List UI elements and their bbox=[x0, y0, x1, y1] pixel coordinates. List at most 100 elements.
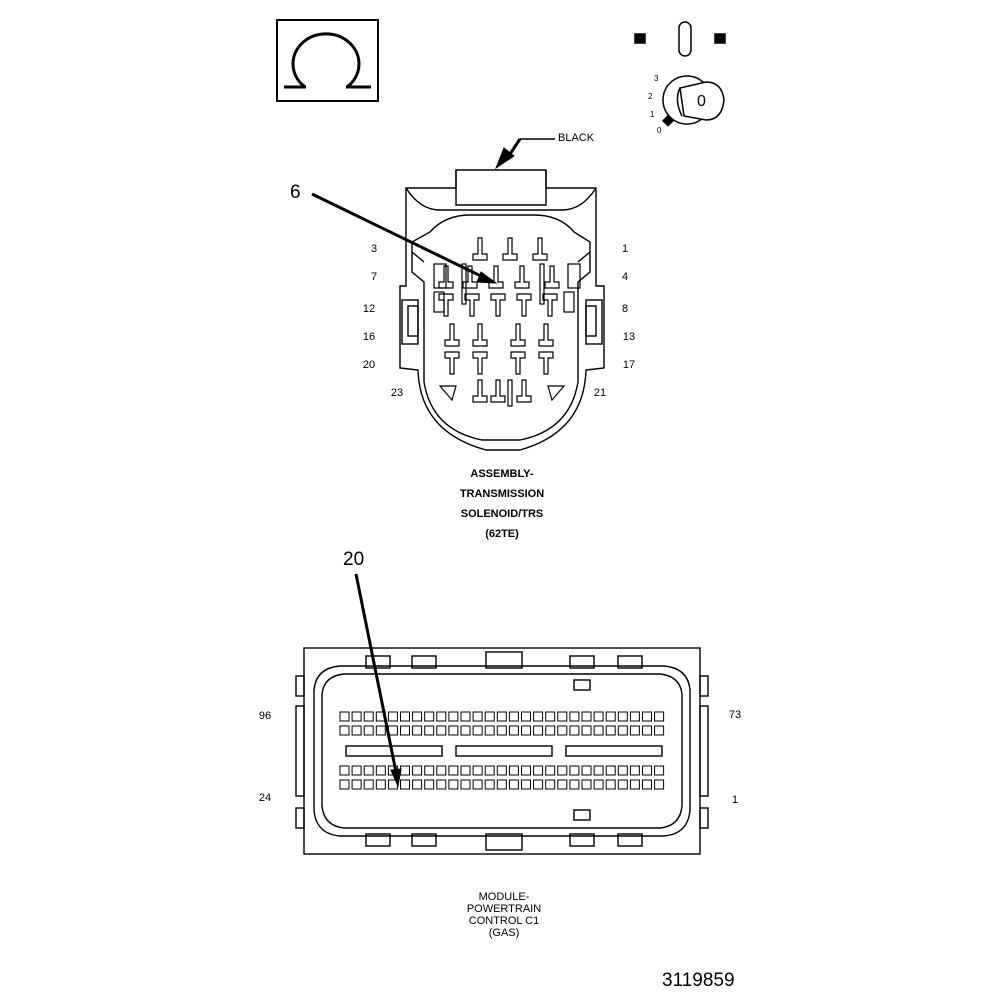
trs-pin-label-23: 23 bbox=[390, 387, 404, 399]
pcm-cavity bbox=[412, 779, 423, 790]
pcm-cavity bbox=[581, 765, 592, 776]
trs-cavity bbox=[488, 265, 504, 289]
pcm-cavity bbox=[339, 765, 350, 776]
pcm-cavity bbox=[424, 725, 435, 736]
pcm-cavity bbox=[557, 711, 568, 722]
trs-pin-label-20: 20 bbox=[362, 359, 376, 371]
pcm-cavity bbox=[581, 725, 592, 736]
pcm-cavity bbox=[484, 765, 495, 776]
pcm-cavity bbox=[436, 765, 447, 776]
pcm-cavity bbox=[629, 725, 640, 736]
trs-cavity bbox=[538, 351, 554, 375]
trs-pin-cavities bbox=[433, 237, 581, 407]
pcm-cavity bbox=[400, 711, 410, 722]
connector-color-label: BLACK bbox=[558, 132, 595, 144]
pcm-cavity bbox=[569, 725, 580, 736]
pcm-cavity bbox=[617, 725, 628, 736]
trs-cavity bbox=[490, 293, 506, 317]
pcm-cavity bbox=[581, 711, 592, 722]
trs-connector-title: ASSEMBLY- TRANSMISSION SOLENOID/TRS (62T… bbox=[422, 464, 582, 544]
pcm-cavity bbox=[339, 779, 350, 790]
pcm-cavity bbox=[654, 779, 665, 790]
pcm-cavity bbox=[593, 779, 604, 790]
trs-cavity bbox=[490, 379, 506, 403]
trs-title-line-4: (62TE) bbox=[485, 528, 519, 540]
pcm-cavity bbox=[363, 725, 374, 736]
trs-pin-label-1: 1 bbox=[621, 243, 629, 255]
pcm-pin-cavities bbox=[339, 711, 665, 790]
pcm-cavity bbox=[460, 711, 471, 722]
pcm-cavity bbox=[654, 725, 665, 736]
pcm-cavity bbox=[472, 779, 483, 790]
pcm-cavity bbox=[533, 779, 544, 790]
pcm-cavity bbox=[339, 711, 350, 722]
pcm-pin-label-73: 73 bbox=[728, 709, 742, 721]
pcm-cavity bbox=[642, 725, 652, 736]
pcm-cavity bbox=[424, 711, 435, 722]
pcm-cavity bbox=[351, 711, 362, 722]
trs-cavity bbox=[514, 265, 530, 289]
pcm-cavity bbox=[460, 725, 471, 736]
pcm-cavity bbox=[363, 779, 374, 790]
pcm-cavity bbox=[629, 765, 640, 776]
pcm-cavity bbox=[533, 725, 544, 736]
pcm-cavity bbox=[400, 779, 410, 790]
pcm-title-line-3: CONTROL C1 bbox=[468, 915, 540, 927]
pcm-cavity bbox=[642, 779, 652, 790]
pcm-cavity bbox=[484, 779, 495, 790]
pcm-cavity bbox=[654, 765, 665, 776]
pcm-cavity bbox=[472, 725, 483, 736]
pcm-cavity bbox=[496, 711, 507, 722]
trs-cavity bbox=[538, 323, 554, 347]
pcm-cavity bbox=[593, 711, 604, 722]
trs-pin-label-17: 17 bbox=[622, 359, 636, 371]
pcm-connector-face bbox=[295, 647, 709, 855]
pcm-cavity bbox=[424, 779, 435, 790]
pcm-cavity bbox=[581, 779, 592, 790]
trs-cavity bbox=[472, 323, 488, 347]
pcm-cavity bbox=[339, 725, 350, 736]
pcm-cavity bbox=[400, 765, 410, 776]
pcm-cavity bbox=[533, 765, 544, 776]
trs-slot bbox=[563, 291, 575, 313]
pcm-cavity bbox=[508, 779, 519, 790]
pcm-cavity bbox=[642, 765, 652, 776]
trs-cavity bbox=[438, 293, 454, 317]
callout-20-leader bbox=[354, 573, 402, 788]
ignition-position-0: 0 bbox=[657, 126, 662, 135]
ignition-key-icon bbox=[634, 21, 726, 127]
trs-cavity bbox=[444, 351, 460, 375]
pcm-cavity bbox=[557, 779, 568, 790]
ohmmeter-icon bbox=[276, 19, 379, 102]
trs-cavity bbox=[438, 265, 454, 289]
trs-cavity bbox=[510, 351, 526, 375]
figure-number: 3119859 bbox=[662, 970, 735, 991]
pcm-cavity bbox=[605, 711, 616, 722]
trs-cavity bbox=[516, 379, 532, 403]
pcm-cavity bbox=[484, 711, 495, 722]
pcm-cavity bbox=[436, 711, 447, 722]
pcm-cavity bbox=[375, 779, 386, 790]
pcm-cavity bbox=[387, 711, 398, 722]
pcm-cavity bbox=[508, 765, 519, 776]
pcm-cavity bbox=[521, 765, 531, 776]
trs-cavity bbox=[544, 265, 560, 289]
pcm-title-line-1: MODULE- bbox=[478, 891, 530, 903]
callout-6-leader bbox=[311, 192, 498, 284]
pcm-cavity bbox=[448, 765, 459, 776]
pcm-cavity bbox=[375, 725, 386, 736]
trs-key-tab bbox=[547, 385, 566, 402]
trs-slot bbox=[567, 263, 581, 289]
trs-cavity bbox=[472, 237, 488, 261]
pcm-pin-label-24: 24 bbox=[258, 792, 272, 804]
pcm-cavity bbox=[448, 711, 459, 722]
pcm-cavity bbox=[629, 711, 640, 722]
trs-title-line-2: TRANSMISSION bbox=[459, 488, 545, 500]
pcm-pin-label-96: 96 bbox=[258, 710, 272, 722]
pcm-cavity bbox=[545, 711, 556, 722]
pcm-cavity bbox=[351, 765, 362, 776]
pcm-cavity bbox=[508, 725, 519, 736]
pcm-cavity bbox=[508, 711, 519, 722]
